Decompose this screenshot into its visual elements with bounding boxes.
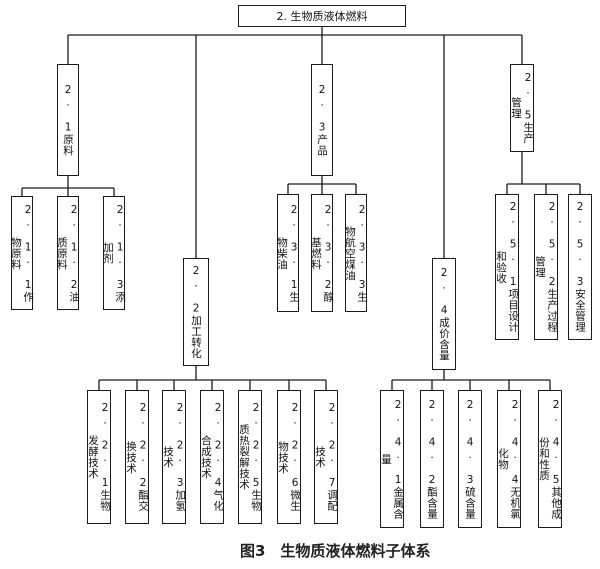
leaf-management: 2. 5. 2生产过程管理 <box>534 194 558 340</box>
leaf-processing: 2. 2. 6微生物技术 <box>277 390 301 524</box>
leaf-label: 2. 2. 7调配技术 <box>314 402 339 512</box>
root-node: 2. 生物质液体燃料 <box>238 5 406 27</box>
leaf-label: 2. 2. 2酯交换技术 <box>125 402 150 512</box>
leaf-label: 2. 2. 3加氢技术 <box>162 402 187 512</box>
leaf-content: 2. 4. 5其他成份和性质 <box>538 390 562 528</box>
leaf-processing: 2. 2. 1生物发酵技术 <box>87 390 111 524</box>
leaf-management: 2. 5. 3安全管理 <box>568 194 592 340</box>
leaf-label: 2. 4. 1金属含量 <box>380 398 405 520</box>
leaf-label: 2. 2. 6微生物技术 <box>277 402 302 512</box>
node-management: 2. 5生产管理 <box>510 64 534 152</box>
leaf-content: 2. 4. 4无机氯化物 <box>497 390 521 528</box>
leaf-raw-material: 2. 1. 3添加剂 <box>102 196 127 310</box>
node-label: 2. 2加工转化 <box>190 265 203 359</box>
leaf-product: 2. 3. 3生物航空煤油 <box>344 194 369 312</box>
leaf-processing: 2. 2. 4气化合成技术 <box>200 390 224 524</box>
leaf-label: 2. 1. 3添加剂 <box>102 203 127 303</box>
leaf-content: 2. 4. 3硫含量 <box>458 390 482 528</box>
leaf-management: 2. 5. 1项目设计和验收 <box>495 194 519 340</box>
figure-caption: 图3 生物质液体燃料子体系 <box>240 542 431 560</box>
leaf-product: 2. 3. 1生物柴油 <box>276 194 301 312</box>
leaf-raw-material: 2. 1. 2油质原料 <box>56 196 81 310</box>
node-label: 2. 3产品 <box>316 84 329 156</box>
leaf-label: 2. 3. 3生物航空煤油 <box>344 203 369 303</box>
leaf-label: 2. 4. 4无机氯化物 <box>497 398 522 520</box>
leaf-label: 2. 4. 5其他成份和性质 <box>538 398 563 520</box>
node-processing: 2. 2加工转化 <box>183 258 209 366</box>
leaf-label: 2. 5. 2生产过程管理 <box>534 201 559 333</box>
node-products: 2. 3产品 <box>311 64 333 176</box>
leaf-label: 2. 1. 1作物原料 <box>10 203 35 303</box>
leaf-processing: 2. 2. 7调配技术 <box>314 390 338 524</box>
leaf-processing: 2. 2. 5生物质热裂解技术 <box>238 390 262 524</box>
leaf-label: 2. 4. 2酯含量 <box>426 398 439 520</box>
leaf-label: 2. 5. 1项目设计和验收 <box>495 201 520 333</box>
node-label: 2. 1原料 <box>62 84 75 156</box>
leaf-label: 2. 2. 5生物质热裂解技术 <box>238 402 263 512</box>
leaf-label: 2. 2. 1生物发酵技术 <box>87 402 112 512</box>
node-content: 2. 4成价含量 <box>432 258 456 370</box>
root-label: 2. 生物质液体燃料 <box>276 10 368 23</box>
node-label: 2. 5生产管理 <box>510 72 535 144</box>
leaf-label: 2. 5. 3安全管理 <box>574 201 587 333</box>
leaf-label: 2. 3. 1生物柴油 <box>276 203 301 303</box>
leaf-product: 2. 3. 2醇基燃料 <box>310 194 335 312</box>
leaf-processing: 2. 2. 2酯交换技术 <box>125 390 149 524</box>
leaf-label: 2. 3. 2醇基燃料 <box>310 203 335 303</box>
node-raw-materials: 2. 1原料 <box>57 64 79 176</box>
leaf-label: 2. 1. 2油质原料 <box>56 203 81 303</box>
leaf-content: 2. 4. 2酯含量 <box>420 390 444 528</box>
leaf-content: 2. 4. 1金属含量 <box>380 390 404 528</box>
leaf-label: 2. 2. 4气化合成技术 <box>200 402 225 512</box>
leaf-processing: 2. 2. 3加氢技术 <box>162 390 186 524</box>
leaf-raw-material: 2. 1. 1作物原料 <box>10 196 35 310</box>
leaf-label: 2. 4. 3硫含量 <box>464 398 477 520</box>
node-label: 2. 4成价含量 <box>438 267 451 361</box>
